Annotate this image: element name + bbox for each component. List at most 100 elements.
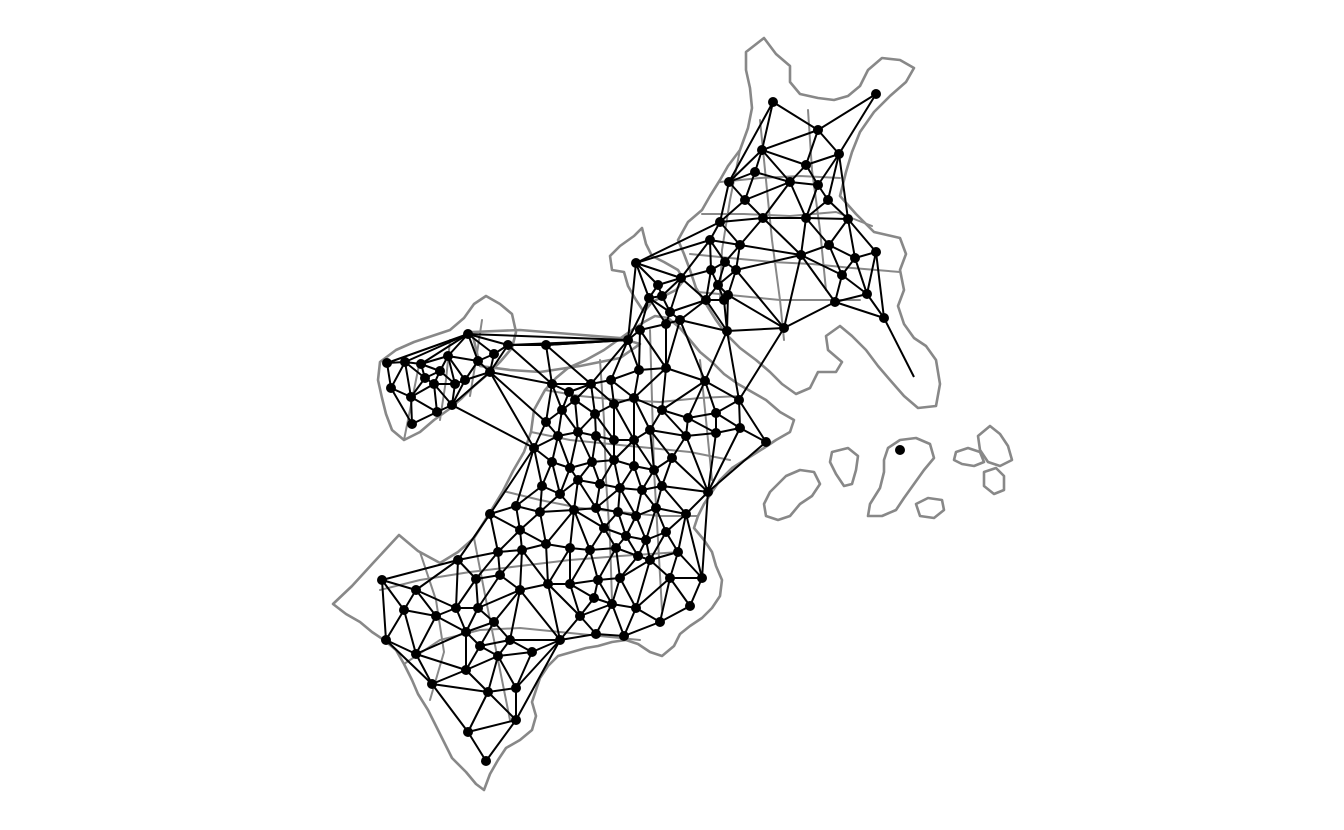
network-edge-346 bbox=[489, 513, 499, 553]
network-node-156 bbox=[431, 611, 441, 621]
network-node-9 bbox=[724, 177, 734, 187]
network-edge-27 bbox=[805, 184, 819, 219]
network-edge-405 bbox=[623, 621, 661, 637]
network-edge-174 bbox=[638, 329, 641, 371]
network-node-34 bbox=[722, 326, 732, 336]
network-edge-319 bbox=[573, 509, 605, 529]
network-edge-374 bbox=[619, 559, 651, 579]
network-node-14 bbox=[843, 214, 853, 224]
network-node-72 bbox=[734, 395, 744, 405]
network-node-36 bbox=[676, 273, 686, 283]
network-node-123 bbox=[611, 543, 621, 553]
network-edge-312 bbox=[489, 447, 535, 515]
network-edge-166 bbox=[545, 344, 592, 385]
network-node-138 bbox=[645, 555, 655, 565]
network-node-64 bbox=[407, 419, 417, 429]
network-edge-363 bbox=[569, 549, 591, 585]
network-edge-167 bbox=[590, 339, 629, 385]
network-node-49 bbox=[416, 359, 426, 369]
network-node-63 bbox=[447, 400, 457, 410]
network-edge-452 bbox=[465, 655, 499, 671]
network-node-39 bbox=[653, 280, 663, 290]
network-edge-184 bbox=[738, 327, 785, 401]
network-edge-464 bbox=[467, 691, 489, 733]
network-node-86 bbox=[553, 431, 563, 441]
network-edge-295 bbox=[619, 487, 637, 517]
network-edge-371 bbox=[649, 531, 667, 561]
network-edge-454 bbox=[385, 639, 433, 685]
network-node-67 bbox=[586, 379, 596, 389]
network-edge-308 bbox=[539, 509, 575, 513]
network-node-43 bbox=[635, 325, 645, 335]
network-edge-345 bbox=[497, 529, 521, 553]
network-edge-410 bbox=[559, 615, 581, 641]
network-edge-172 bbox=[610, 339, 629, 381]
network-edge-185 bbox=[704, 380, 740, 401]
network-edge-425 bbox=[381, 579, 417, 591]
network-edge-150 bbox=[404, 361, 412, 398]
network-node-163 bbox=[493, 651, 503, 661]
network-edge-235 bbox=[633, 397, 651, 431]
network-node-137 bbox=[615, 573, 625, 583]
network-node-25 bbox=[837, 270, 847, 280]
network-node-134 bbox=[543, 579, 553, 589]
network-node-154 bbox=[473, 603, 483, 613]
network-edge-181 bbox=[704, 330, 728, 382]
network-edge-125 bbox=[467, 333, 495, 355]
network-edge-388 bbox=[635, 559, 651, 609]
network-edge-389 bbox=[619, 577, 637, 609]
network-node-171 bbox=[895, 445, 905, 455]
network-node-149 bbox=[619, 631, 629, 641]
network-node-139 bbox=[673, 547, 683, 557]
network-node-32 bbox=[879, 313, 889, 323]
network-edge-177 bbox=[665, 319, 681, 369]
network-edge-450 bbox=[415, 653, 467, 671]
network-edge-434 bbox=[385, 609, 405, 641]
network-edge-417 bbox=[493, 589, 521, 623]
region-outline-8 bbox=[914, 496, 946, 520]
network-edge-71 bbox=[866, 251, 877, 295]
network-node-46 bbox=[503, 340, 513, 350]
network-edge-36 bbox=[719, 221, 741, 246]
network-node-84 bbox=[557, 405, 567, 415]
network-edge-260 bbox=[649, 429, 673, 459]
network-edge-72 bbox=[841, 274, 868, 295]
network-edge-423 bbox=[455, 559, 459, 609]
network-node-162 bbox=[475, 641, 485, 651]
network-edge-79 bbox=[735, 269, 785, 329]
network-edge-43 bbox=[800, 217, 807, 256]
network-edge-293 bbox=[655, 507, 687, 515]
network-node-127 bbox=[517, 545, 527, 555]
network-edge-436 bbox=[415, 615, 437, 655]
network-edge-422 bbox=[455, 578, 477, 609]
network-node-119 bbox=[621, 531, 631, 541]
network-edge-108 bbox=[648, 297, 667, 325]
network-node-147 bbox=[575, 611, 585, 621]
network-edge-284 bbox=[707, 432, 717, 493]
network-edge-3 bbox=[838, 93, 877, 155]
network-edge-190 bbox=[687, 417, 717, 434]
network-edge-447 bbox=[497, 651, 533, 657]
network-edge-300 bbox=[577, 479, 597, 509]
network-edge-473 bbox=[507, 339, 629, 346]
network-edge-465 bbox=[515, 639, 561, 721]
network-node-21 bbox=[850, 253, 860, 263]
network-edge-33 bbox=[719, 199, 746, 223]
network-node-4 bbox=[757, 145, 767, 155]
network-edge-414 bbox=[531, 639, 561, 653]
network-edge-290 bbox=[661, 485, 687, 515]
network-edge-182 bbox=[665, 367, 706, 382]
network-node-115 bbox=[511, 501, 521, 511]
network-edge-34 bbox=[719, 181, 730, 223]
network-edge-339 bbox=[539, 511, 547, 545]
network-edge-92 bbox=[680, 277, 707, 301]
network-node-65 bbox=[547, 379, 557, 389]
network-edge-117 bbox=[467, 333, 509, 346]
district-boundary-10 bbox=[719, 175, 841, 183]
network-node-113 bbox=[569, 505, 579, 515]
network-edge-54 bbox=[735, 254, 802, 271]
network-edge-86 bbox=[705, 299, 728, 332]
network-edge-223 bbox=[574, 399, 579, 433]
network-edge-10 bbox=[817, 153, 840, 186]
